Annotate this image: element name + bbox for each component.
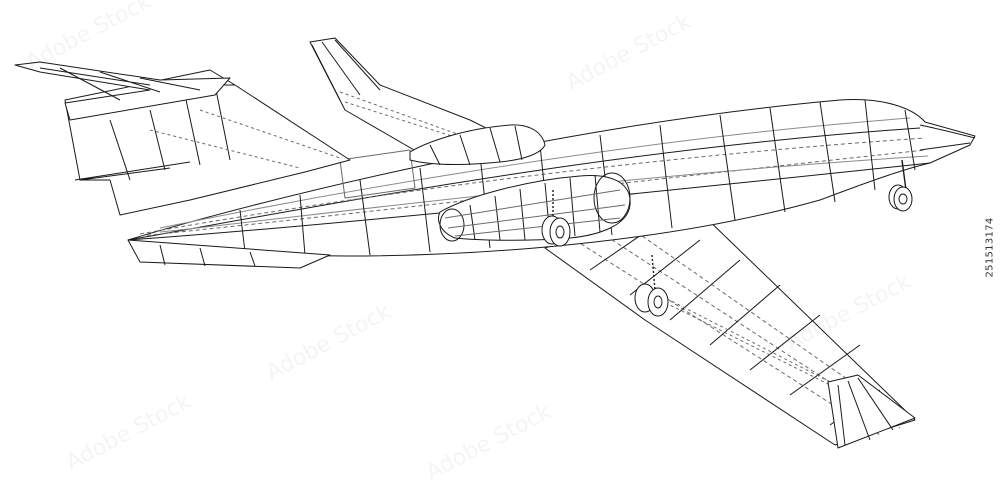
- left-engine: [409, 124, 546, 166]
- stock-id-text: 251513174: [984, 217, 996, 277]
- main-landing-gear-left: [541, 190, 571, 247]
- right-winglet: [827, 374, 916, 449]
- stock-id-label: 251513174: [982, 0, 998, 494]
- ventral-fin: [127, 239, 331, 269]
- main-landing-gear-right: [634, 254, 669, 317]
- nose-landing-gear: [888, 159, 913, 212]
- horizontal-stabilizer: [14, 61, 231, 121]
- right-engine: [438, 172, 631, 242]
